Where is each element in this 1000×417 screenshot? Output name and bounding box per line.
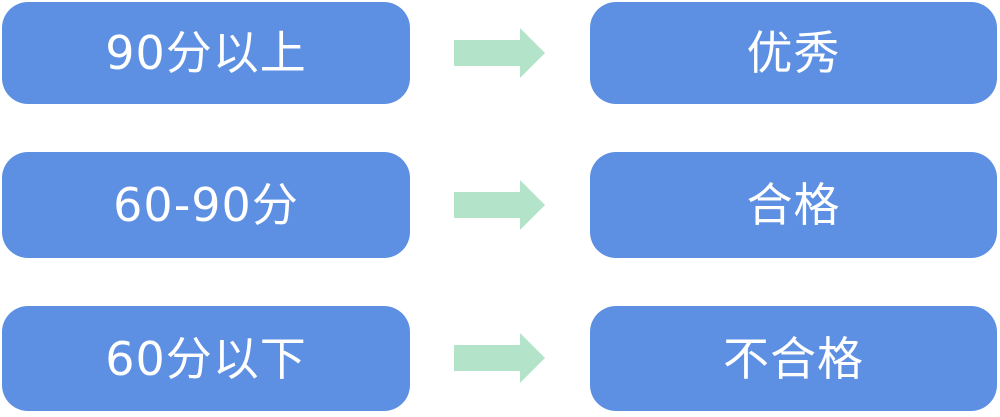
score-range-box-1: 90分以上 bbox=[2, 2, 410, 104]
right-arrow-icon bbox=[454, 28, 545, 78]
right-arrow-icon bbox=[454, 180, 545, 230]
right-arrow-icon bbox=[454, 333, 545, 383]
score-range-box-2: 60-90分 bbox=[2, 152, 410, 258]
grade-box-1: 优秀 bbox=[590, 2, 997, 104]
right-arrow-shape bbox=[454, 333, 545, 383]
grade-box-3: 不合格 bbox=[590, 306, 997, 411]
score-range-label-1: 90分以上 bbox=[105, 26, 307, 80]
score-range-label-3: 60分以下 bbox=[105, 331, 307, 386]
grade-label-2: 合格 bbox=[746, 178, 841, 232]
grade-label-3: 不合格 bbox=[723, 331, 864, 386]
score-range-label-2: 60-90分 bbox=[113, 178, 299, 232]
grade-box-2: 合格 bbox=[590, 152, 997, 258]
right-arrow-shape bbox=[454, 180, 545, 230]
grade-label-1: 优秀 bbox=[746, 26, 841, 80]
score-range-box-3: 60分以下 bbox=[2, 306, 410, 411]
right-arrow-shape bbox=[454, 28, 545, 78]
